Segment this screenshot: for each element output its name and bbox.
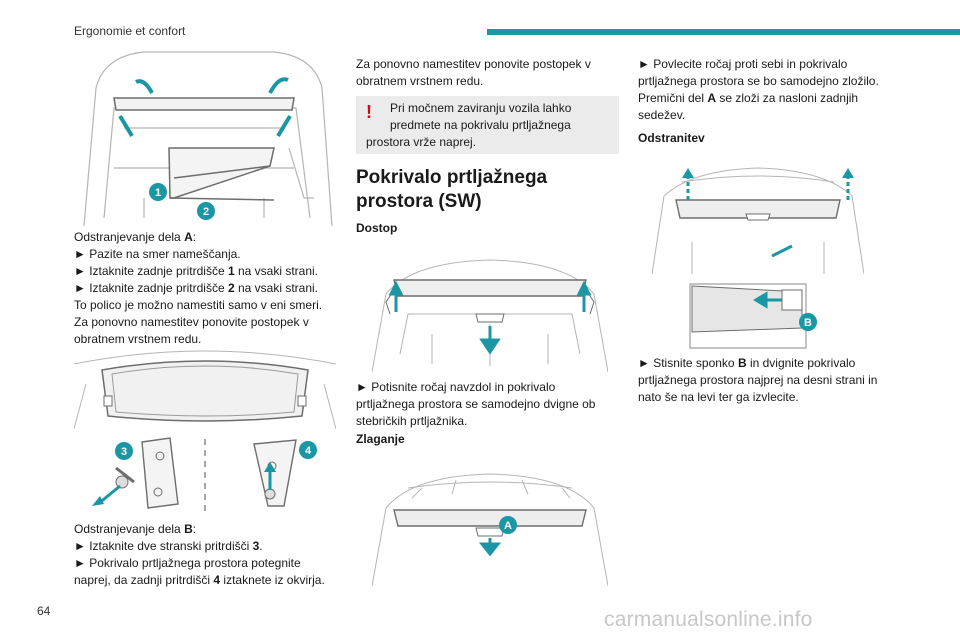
page-number: 64 xyxy=(37,604,51,618)
subheading-zlaganje: Zlaganje xyxy=(356,432,405,446)
callout-2: 2 xyxy=(203,206,209,218)
step-b1: ► Iztaknite dve stranski pritrdišči 3. xyxy=(74,539,263,553)
warning-icon: ! xyxy=(366,102,372,122)
figure-trunk-shelf-removal-a: 1 2 xyxy=(83,51,333,226)
col2-intro: Za ponovno namestitev ponovite postopek … xyxy=(356,57,591,88)
col1-text-a: Odstranjevanje dela A: Pazite na smer na… xyxy=(74,229,344,348)
step-b2: Pokrivalo prtljažnega prostora potegnite xyxy=(74,555,344,572)
figure-sw-cover-access xyxy=(372,259,608,372)
figure-sw-cover-folding: A xyxy=(372,473,608,586)
step-3: ► Iztaknite zadnje pritrdišče 2 na vsaki… xyxy=(74,281,319,295)
col1-text-b: Odstranjevanje dela B: ► Iztaknite dve s… xyxy=(74,521,344,589)
header-accent-bar xyxy=(487,29,960,35)
callout-1: 1 xyxy=(155,187,161,199)
col3-removal-text: ► Stisnite sponko B in dvignite pokrival… xyxy=(638,356,878,404)
step-2: ► Iztaknite zadnje pritrdišče 1 na vsaki… xyxy=(74,264,319,278)
running-header: Ergonomie et confort xyxy=(74,24,186,38)
callout-b: B xyxy=(804,317,812,329)
warning-box: ! Pri močnem zaviranju vozila lahko pred… xyxy=(356,96,619,154)
callout-4: 4 xyxy=(305,445,312,457)
col3-intro: Povlecite ročaj proti sebi in pokrivalo … xyxy=(638,56,908,124)
subheading-dostop: Dostop xyxy=(356,221,398,235)
figure-sw-cover-removal: B xyxy=(652,167,864,349)
col2-dostop-text: Potisnite ročaj navzdol in pokrivalo prt… xyxy=(356,379,626,430)
callout-3: 3 xyxy=(121,446,127,458)
step-1: Pazite na smer nameščanja. xyxy=(74,246,344,263)
subheading-odstranitev: Odstranitev xyxy=(638,131,705,145)
section-title: Pokrivalo prtljažnega prostora (SW) xyxy=(356,167,548,212)
figure-shelf-fixings-b: 3 4 xyxy=(74,350,336,514)
watermark: carmanualsonline.info xyxy=(604,608,813,631)
callout-a: A xyxy=(504,520,512,532)
